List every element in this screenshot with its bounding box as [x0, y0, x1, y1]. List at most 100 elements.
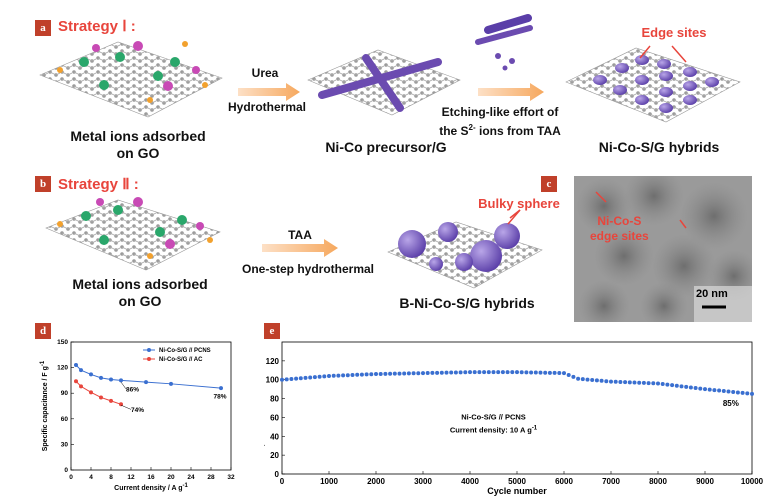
chart-e-point: [726, 389, 731, 394]
chart-e-point: [698, 386, 703, 391]
chart-e-point: [613, 379, 618, 384]
chart-e-point: [331, 373, 336, 378]
tem-texture: [574, 176, 752, 322]
chart-d-ytick-label: 120: [57, 365, 68, 372]
schematic-svg: [39, 14, 741, 289]
strategy-2-title: Strategy Ⅱ :: [58, 176, 139, 193]
chart-e-point: [444, 370, 449, 375]
panel-label-b: b: [35, 176, 51, 192]
chart-e-point: [576, 376, 581, 381]
chart-d-xtick-label: 0: [69, 474, 73, 481]
chart-e-point: [618, 379, 623, 384]
arrow-b1: [262, 239, 338, 257]
chart-e-point: [641, 380, 646, 385]
step-a2-line1: Etching-like effort of: [441, 105, 559, 119]
chart-e-point: [458, 370, 463, 375]
chart-d-ytick-label: 60: [61, 416, 69, 423]
chart-d-ytick-label: 30: [61, 441, 69, 448]
chart-e-point: [402, 371, 407, 376]
chart-e-point: [623, 380, 628, 385]
chart-e-point: [703, 387, 707, 392]
chart-d-ytick-label: 90: [61, 390, 69, 397]
chart-d-ytick-label: 0: [64, 467, 68, 474]
panel-label-a: a: [35, 20, 51, 36]
chart-e-point: [646, 381, 651, 386]
panel-label-e: e: [264, 323, 280, 339]
chart-e-point: [359, 372, 364, 377]
chart-e-point: [303, 375, 308, 380]
step-b-bottom: One-step hydrothermal: [241, 262, 375, 276]
chart-e-point: [453, 370, 458, 375]
chart-e-point: [740, 390, 745, 395]
chart-e-point: [397, 371, 402, 376]
caption-b-start-line1: Metal ions adsorbed: [72, 276, 208, 292]
chart-d-point: [89, 372, 93, 377]
edge-sites-label: Edge sites: [641, 25, 707, 40]
chart-e-point: [547, 370, 552, 375]
chart-e-point: [430, 370, 435, 375]
chart-d-xtick-label: 20: [167, 474, 175, 481]
chart-e-point: [449, 370, 454, 375]
chart-e-point: [604, 379, 609, 384]
chart-e-point: [388, 371, 393, 376]
chart-e-point: [284, 377, 289, 382]
chart-d-point: [144, 380, 148, 385]
chart-e-point: [364, 372, 369, 377]
arrow-a1: [238, 83, 300, 101]
chart-d-annotation: 74%: [131, 407, 144, 414]
chart-e-point: [486, 370, 491, 375]
chart-e-point: [688, 385, 693, 390]
chart-e-point: [336, 373, 341, 378]
chart-e-point: [679, 384, 684, 389]
chart-d-series-line: [75, 364, 222, 389]
caption-a-start: Metal ions adsorbed on GO: [38, 128, 238, 162]
chart-e-annotation-1: Ni-Co-S/G // PCNS: [461, 412, 526, 421]
chart-d-series-line: [75, 380, 122, 405]
chart-d-point: [89, 390, 93, 395]
chart-d-point: [219, 386, 223, 391]
step-a1-top: Urea: [251, 66, 279, 80]
chart-d-xtick-label: 8: [109, 474, 113, 481]
chart-d-legend-label: Ni-Co-S/G // PCNS: [159, 348, 211, 354]
chart-e-xtick-label: 4000: [461, 477, 479, 486]
chart-d-annotation-line: [120, 404, 132, 410]
edge-spheres: [593, 55, 719, 113]
chart-e-point: [566, 373, 571, 377]
chart-e-point: [750, 391, 754, 396]
chart-e-point: [684, 384, 689, 389]
chart-e-point: [435, 370, 440, 375]
chart-d-point: [74, 379, 78, 384]
chart-e-point: [632, 380, 637, 385]
tem-label-line1: Ni-Co-S: [597, 214, 642, 228]
tem-label-line2: edge sites: [590, 229, 649, 243]
graphene-sheet-a3: [565, 47, 741, 123]
chart-e-point: [308, 375, 313, 380]
chart-e-point: [543, 370, 548, 375]
chart-e-ytick-label: 40: [270, 432, 279, 441]
chart-d-frame: [70, 341, 232, 471]
chart-e-point: [341, 373, 346, 378]
etch-rod-1: [484, 14, 532, 34]
chart-e-point: [599, 378, 604, 383]
chart-d-point: [74, 363, 78, 368]
chart-d-point: [119, 378, 123, 383]
step-a1-bottom: Hydrothermal: [227, 100, 307, 114]
chart-e-point: [350, 373, 355, 377]
chart-e-annotation-2: Current density: 10 A g-1: [450, 426, 538, 435]
chart-d-ylabel: Specific capacitance / F g-1: [40, 360, 49, 451]
chart-e-point: [721, 389, 726, 394]
caption-a-start-line2: on GO: [116, 145, 160, 161]
chart-e-xtick-label: 2000: [367, 477, 385, 486]
chart-e-point: [298, 376, 303, 381]
graphene-sheet-a1: [39, 41, 223, 118]
bulky-spheres: [398, 222, 520, 272]
chart-e-point: [463, 370, 468, 375]
chart-e-ytick-label: 0: [275, 470, 280, 479]
panel-label-d: d: [35, 323, 51, 339]
chart-e-ytick-label: 60: [270, 413, 279, 422]
chart-d-legend-label: Ni-Co-S/G // AC: [159, 357, 203, 363]
chart-e-xlabel: Cycle number: [487, 486, 547, 496]
chart-e-point: [355, 372, 360, 377]
chart-e-point: [637, 380, 642, 385]
